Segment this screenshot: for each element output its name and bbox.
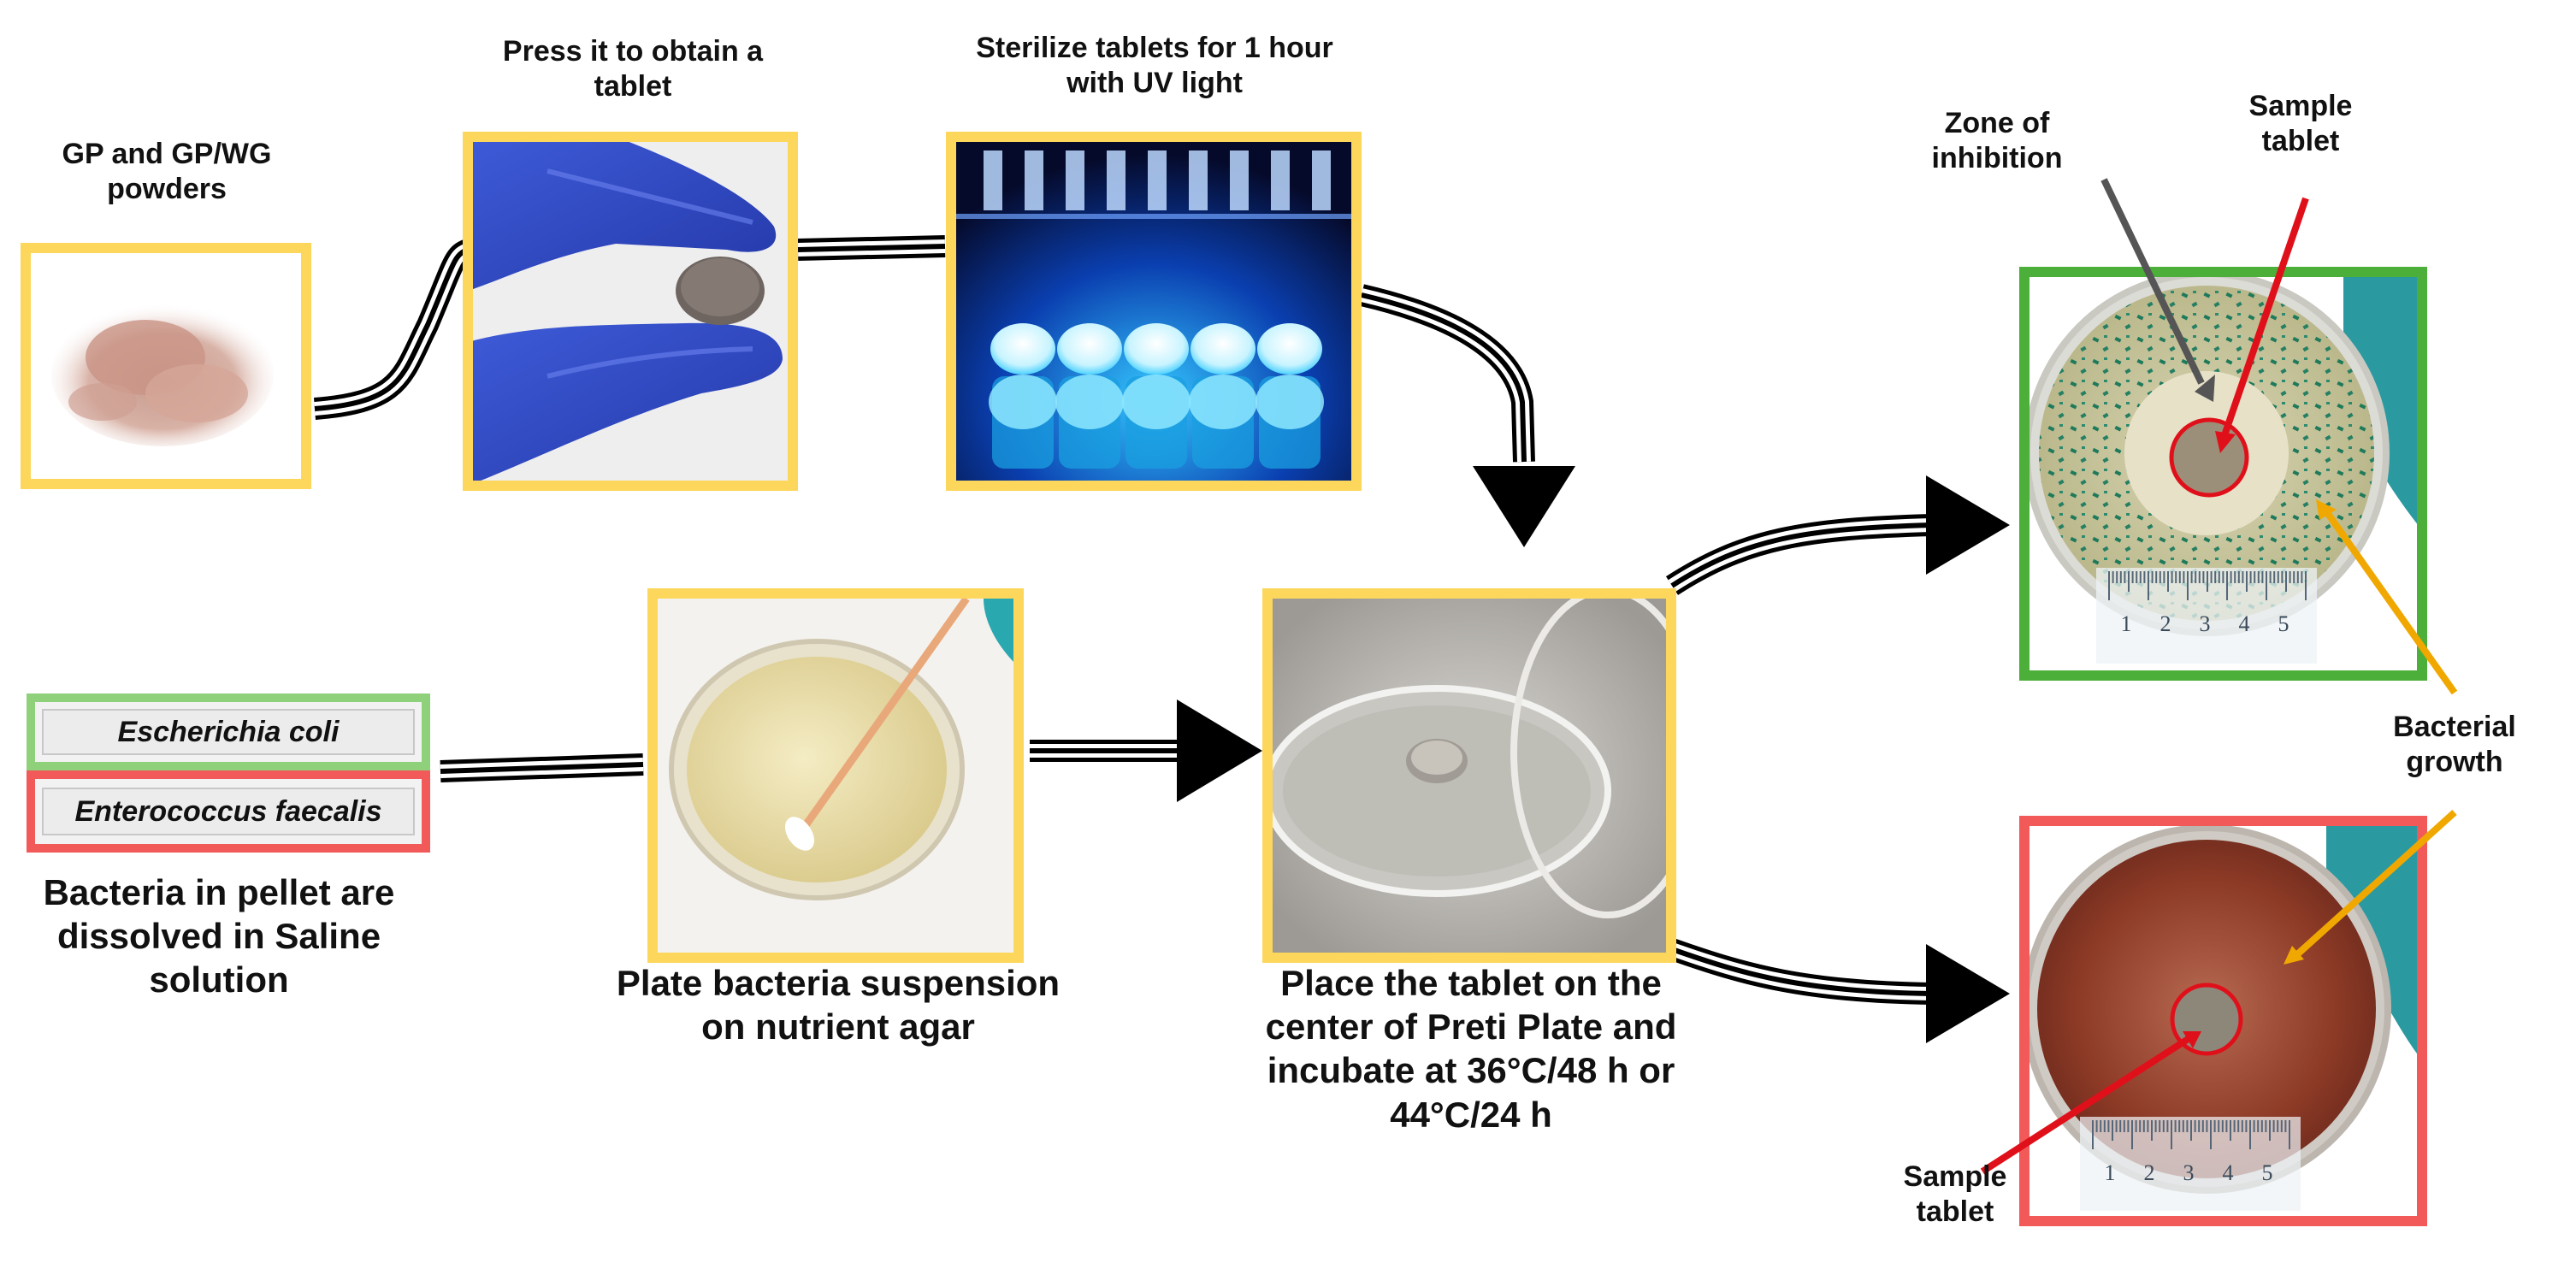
- annotation-growth: Bacterial growth: [2393, 711, 2516, 779]
- connector-bacteria-to-plate: [440, 753, 644, 782]
- step-frame: [463, 132, 798, 491]
- pointer-sample-top: [2220, 197, 2309, 440]
- annotation-zone: Zone of inhibition: [1931, 107, 2063, 175]
- step-frame: [21, 243, 311, 489]
- uv-tablet: [1191, 323, 1256, 375]
- uv-tablets: [989, 323, 1324, 469]
- uv-rack-bar: [1312, 150, 1331, 210]
- ruler-label: 2: [2144, 1160, 2155, 1185]
- uv-tablet-glow: [989, 375, 1057, 429]
- uv-rack-bars: [951, 150, 1356, 219]
- connector-press-to-sterilize: [797, 235, 946, 261]
- growth-frame: [2019, 816, 2427, 1226]
- ruler-label: 4: [2239, 611, 2250, 636]
- uv-tablet-glow: [1122, 375, 1191, 429]
- uv-rack-bar: [1107, 150, 1126, 210]
- ruler-label: 4: [2223, 1160, 2234, 1185]
- ruler-label: 3: [2200, 611, 2211, 636]
- uv-rack-bar: [1148, 150, 1167, 210]
- step-frame: [1262, 588, 1676, 963]
- uv-tablet-glow: [1055, 375, 1124, 429]
- uv-tablet: [1124, 323, 1189, 375]
- swab-tip: [784, 817, 815, 851]
- uv-rack-bar: [1066, 150, 1084, 210]
- connector-place-to-inhibition: [1665, 475, 2010, 595]
- ruler-label: 1: [2121, 611, 2132, 636]
- arrow-head-right: [1926, 944, 2010, 1043]
- ruler-label: 5: [2278, 611, 2289, 636]
- annotation-sample-top: Sample tablet: [2248, 90, 2353, 158]
- step-frame: [647, 588, 1024, 963]
- uv-rack-bar: [1189, 150, 1208, 210]
- ruler-label: 5: [2262, 1160, 2273, 1185]
- ruler-ticks-top: 1 2 3 4 5: [2108, 571, 2307, 636]
- uv-rack-bar: [1025, 150, 1043, 210]
- connector-place-to-growth: [1668, 938, 2010, 1043]
- ruler-label: 3: [2183, 1160, 2195, 1185]
- annotation-sample-bottom: Sample tablet: [1903, 1160, 2007, 1229]
- glove-tablet-photo: [468, 137, 793, 486]
- plate-panel: [647, 588, 1024, 963]
- step-label-press: Press it to obtain a tablet: [502, 35, 764, 103]
- swab-stick: [796, 596, 970, 836]
- pointer-growth-bottom: [2293, 810, 2457, 959]
- strain-box-red: [27, 770, 430, 853]
- bacteria-note: Bacteria in pellet are dissolved in Sali…: [43, 872, 395, 1000]
- inhibition-frame: [2019, 267, 2427, 681]
- step-label-plate: Plate bacteria suspension on nutrient ag…: [616, 963, 1061, 1048]
- ruler-ticks-bottom: 1 2 3 4 5: [2092, 1120, 2290, 1185]
- growth-result-panel: 1 2 3 4 5: [2019, 816, 2427, 1226]
- uv-rack-rail: [951, 214, 1356, 219]
- agar-plate-photo: [653, 593, 1019, 958]
- uv-tablet: [1257, 323, 1322, 375]
- arrow-head-down: [1473, 466, 1575, 547]
- uv-rack-bar: [1230, 150, 1249, 210]
- press-panel: [463, 132, 798, 491]
- pointer-sample-bottom: [1980, 1035, 2192, 1175]
- annotation-pointers: [1980, 178, 2458, 1175]
- petri-dish-photo: [1267, 593, 1671, 918]
- uv-rack-bar: [984, 150, 1002, 210]
- connector-plate-to-place: [1030, 699, 1262, 802]
- powder-panel: [21, 243, 311, 489]
- uv-rack-bar: [1271, 150, 1290, 210]
- strain-enterococcus-faecalis: Enterococcus faecalis: [74, 794, 382, 828]
- uv-tablet: [990, 323, 1055, 375]
- pointer-growth-top: [2323, 509, 2458, 695]
- uv-tablet-glow: [1189, 375, 1257, 429]
- inhibition-result-panel: 1 2 3 4 5: [2019, 267, 2427, 681]
- step-frame: [946, 132, 1362, 491]
- bacteria-strains: [27, 693, 430, 853]
- uv-tablet-glow: [1256, 375, 1324, 429]
- arrow-head-right: [1926, 475, 2010, 575]
- pointer-zone: [2100, 178, 2205, 385]
- uv-tablet: [1057, 323, 1122, 375]
- powder-illustration: [51, 303, 274, 446]
- uv-chamber-photo: [951, 137, 1356, 486]
- growth-plate-photo: 1 2 3 4 5: [2024, 821, 2422, 1211]
- ruler-label: 1: [2105, 1160, 2116, 1185]
- sterilize-panel: [946, 132, 1362, 491]
- sample-tablet-top: [2169, 417, 2249, 498]
- connector-lines: [313, 235, 2010, 1043]
- step-label-sterilize: Sterilize tablets for 1 hour with UV lig…: [976, 32, 1333, 100]
- connector-powder-to-press: [313, 239, 473, 420]
- step-label-powders: GP and GP/WG powders: [62, 138, 272, 206]
- strain-escherichia-coli: Escherichia coli: [117, 715, 340, 748]
- ruler-label: 2: [2160, 611, 2171, 636]
- step-label-place: Place the tablet on the center of Preti …: [1265, 963, 1677, 1135]
- place-panel: [1262, 588, 1676, 963]
- connector-sterilize-to-place: [1359, 284, 1575, 547]
- arrow-head-right: [1177, 699, 1262, 802]
